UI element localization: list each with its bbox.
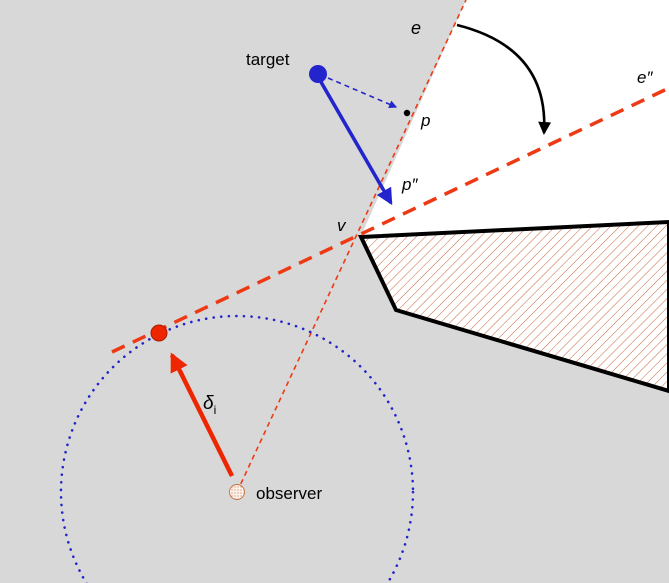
delta-symbol: δ <box>203 393 214 414</box>
vertex-v-label: v <box>337 216 346 235</box>
obstacle-polygon <box>357 219 669 394</box>
delta-i-label: δi <box>203 393 217 417</box>
circle-intersection-point <box>150 324 168 342</box>
observer-range-circle <box>59 314 415 583</box>
line-e-label: e <box>411 18 422 38</box>
delta-radius-arrow <box>169 352 235 477</box>
point-p-double-prime-label: p″ <box>402 175 418 194</box>
observer-dot <box>229 484 245 500</box>
sight-line-e <box>236 0 467 493</box>
target-to-p-arrow <box>327 77 398 109</box>
target-label: target <box>246 50 290 69</box>
visible-wedge-region <box>361 0 669 236</box>
rotation-arc-arrow <box>456 23 552 135</box>
observer-label: observer <box>256 484 323 503</box>
delta-subscript: i <box>213 402 217 417</box>
point-p-dot <box>403 109 411 117</box>
point-p-label: p <box>421 111 431 130</box>
target-to-p-double-prime-arrow <box>319 81 393 206</box>
target-dot <box>309 65 327 83</box>
line-e-double-prime-label: e″ <box>637 68 653 87</box>
rotated-line-e-double-prime <box>111 86 669 354</box>
